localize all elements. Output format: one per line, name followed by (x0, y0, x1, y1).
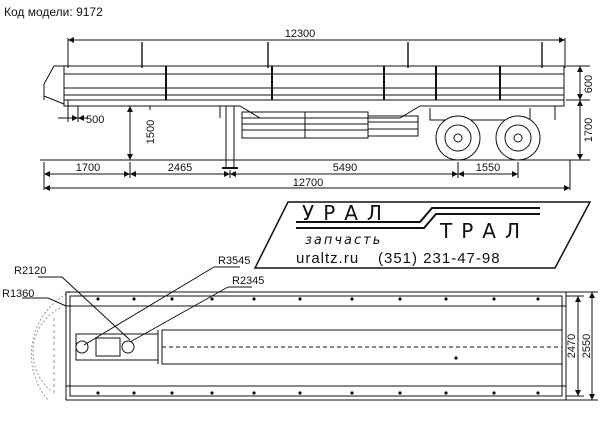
logo-stripe-bottom (296, 213, 540, 229)
dim-2470: 2470 (566, 334, 578, 358)
spare-wheel-boxes (241, 111, 419, 139)
model-code: 9172 (76, 5, 103, 19)
dim-1700: 1700 (76, 162, 100, 174)
suspension (429, 108, 531, 121)
leader-r2120 (61, 276, 131, 341)
dim-2550: 2550 (581, 334, 593, 358)
dim-2465: 2465 (168, 162, 192, 174)
dim-1550: 1550 (476, 162, 500, 174)
dim-1500: 1500 (145, 120, 157, 144)
radius-r3545: R3545 (218, 255, 250, 267)
dim-600: 600 (583, 75, 595, 93)
dim-500: 500 (86, 114, 104, 126)
logo-parallelogram (253, 201, 592, 269)
logo-tral: ТРАЛ (439, 219, 529, 243)
leader-r2345 (129, 286, 229, 343)
radius-r2345: R2345 (232, 275, 264, 287)
board-posts (165, 66, 501, 100)
leader-r1360 (47, 297, 67, 307)
side-view (40, 37, 590, 191)
stakes (141, 42, 543, 68)
deck-outline (65, 291, 567, 401)
tie-down-points (96, 297, 540, 395)
radius-r2120: R2120 (14, 265, 46, 277)
leader-r3545 (83, 266, 215, 346)
wheel-front-axle (435, 115, 481, 161)
logo-site: uraltz.ru (296, 250, 359, 267)
logo-phone: (351) 231-47-98 (378, 250, 501, 267)
dim-12300: 12300 (285, 28, 316, 40)
dim-1700-vertical: 1700 (583, 118, 595, 142)
logo-ural: УРАЛ (302, 201, 391, 225)
model-code-header: Код модели: 9172 (4, 5, 103, 19)
model-label: Код модели: (4, 5, 73, 19)
dim-5490: 5490 (333, 162, 357, 174)
plan-view (22, 266, 598, 401)
dim-12700: 12700 (293, 177, 324, 189)
logo-zapchast: запчасть (305, 233, 382, 248)
gooseneck (43, 65, 65, 105)
support-legs (222, 105, 238, 169)
wheel-rear-axle (495, 115, 541, 161)
logo-stripe-top (296, 207, 540, 223)
chassis-frame (63, 99, 565, 119)
radius-r1360: R1360 (2, 288, 34, 300)
logo (253, 201, 592, 269)
arc-r2120 (30, 291, 71, 401)
